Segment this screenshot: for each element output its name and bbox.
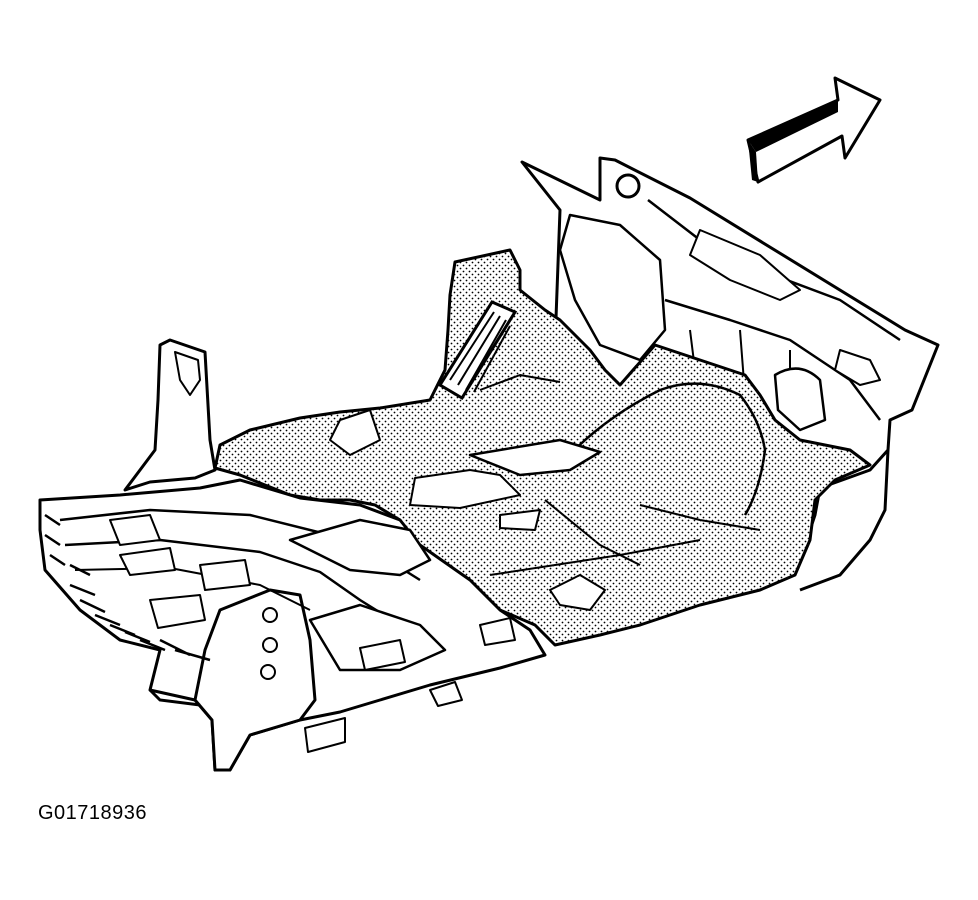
figure-id-label: G01718936 <box>38 802 148 824</box>
floor-carpet <box>213 248 872 647</box>
forward-direction-arrow-icon <box>746 76 882 184</box>
rear-floor-ribs <box>44 513 211 662</box>
floor-vent-grille <box>437 300 518 401</box>
rear-floor-pan <box>38 338 547 772</box>
rear-body-outline <box>148 449 890 707</box>
